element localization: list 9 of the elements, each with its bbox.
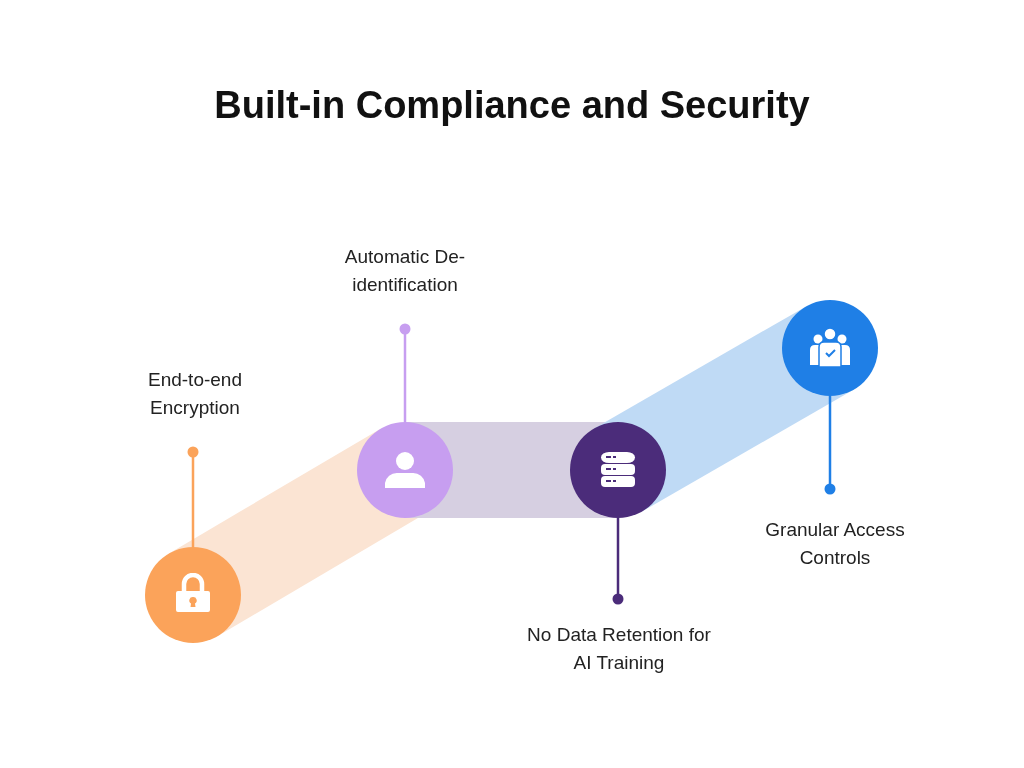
feature-label: Granular Access Controls bbox=[764, 518, 906, 570]
diagram-title: Built-in Compliance and Security bbox=[213, 84, 811, 127]
leader-line bbox=[612, 518, 624, 605]
leader-line bbox=[399, 323, 411, 422]
leader-line bbox=[187, 446, 199, 547]
leader-line bbox=[824, 396, 836, 495]
feature-label: Automatic De-identification bbox=[343, 245, 467, 297]
feature-label: No Data Retention for AI Training bbox=[526, 623, 712, 675]
feature-label: End-to-end Encryption bbox=[147, 368, 243, 420]
